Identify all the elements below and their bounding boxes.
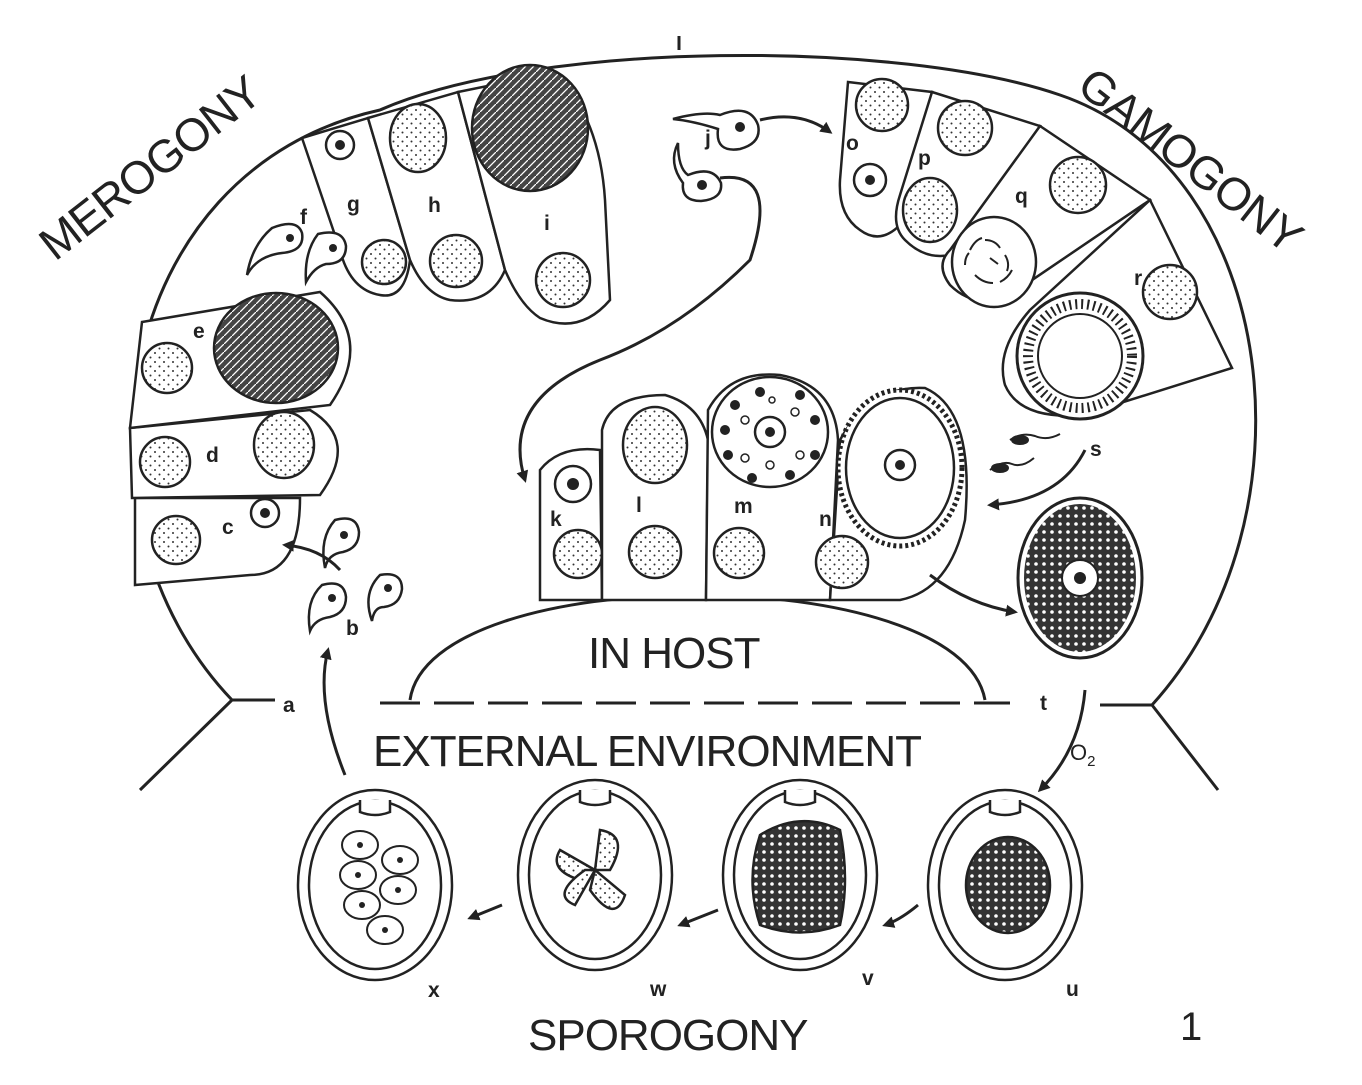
arrow-n-to-t	[929, 573, 1018, 617]
letter-d: d	[206, 444, 219, 467]
meront-h	[388, 102, 448, 174]
arrow-j-to-o	[759, 115, 833, 134]
letter-i: i	[544, 212, 550, 235]
letter-x: x	[428, 979, 440, 1002]
letter-f: f	[300, 206, 308, 229]
stage-letters: a b c d e f g h i j k l m n o p q r s t …	[193, 127, 1142, 1002]
nucleus-k	[552, 528, 604, 580]
nucleus-r	[1141, 263, 1199, 321]
macrogamont-l	[621, 405, 689, 485]
nucleus-i	[534, 251, 592, 309]
oocyst-t	[1016, 496, 1144, 660]
arrow-s-to-n	[987, 449, 1087, 511]
arrow-t-to-u	[1037, 689, 1087, 793]
nucleus-l	[627, 524, 683, 580]
letter-j: j	[704, 127, 711, 150]
arrow-b-to-c	[282, 539, 342, 572]
letter-w: w	[649, 978, 667, 1001]
letter-r: r	[1134, 267, 1142, 290]
letter-o: o	[846, 132, 859, 155]
letter-a: a	[283, 694, 295, 717]
figure-number: 1	[1180, 1005, 1202, 1049]
letter-q: q	[1015, 185, 1028, 208]
oocyst-u	[926, 788, 1084, 982]
arrow-j-to-k	[516, 175, 762, 483]
nucleus-q	[1048, 155, 1108, 215]
merozoites	[245, 109, 760, 636]
nucleus-e	[140, 341, 194, 395]
letter-m: m	[734, 495, 753, 518]
nucleus-n	[814, 534, 870, 590]
meront-d	[252, 410, 316, 480]
in-host-label: IN HOST	[588, 629, 760, 678]
arrow-w-to-x	[467, 903, 503, 921]
letter-v: v	[862, 967, 874, 990]
nucleus-d	[138, 435, 192, 489]
arrow-v-to-w	[677, 908, 719, 928]
nucleus-h	[428, 233, 484, 289]
merogony-label: MEROGONY	[29, 65, 270, 270]
meront-e	[212, 291, 340, 405]
meront-i	[470, 63, 590, 193]
nucleus-g	[360, 238, 408, 286]
sporulating-oocysts	[296, 778, 1084, 982]
letter-p: p	[918, 147, 931, 170]
gamogony-label: GAMOGONY	[1069, 57, 1312, 263]
letter-b: b	[346, 617, 359, 640]
nucleus-p	[936, 99, 994, 157]
arrow-x-to-b	[319, 647, 347, 776]
letter-h: h	[428, 194, 441, 217]
merogony-cells	[128, 290, 352, 587]
oocyst-w	[516, 778, 674, 972]
external-environment-label: EXTERNAL ENVIRONMENT	[373, 727, 921, 776]
nucleus-o	[854, 77, 910, 133]
letter-g: g	[347, 193, 360, 216]
cycle-arrows	[282, 115, 1087, 928]
merogony-top-cells	[300, 63, 612, 325]
letter-l: l	[636, 494, 642, 517]
macrogamont-p	[901, 176, 959, 244]
microgametes	[989, 433, 1061, 473]
oxygen-label: O2	[1070, 740, 1095, 770]
oocyst-v	[721, 778, 879, 972]
arrow-u-to-v	[882, 903, 919, 928]
nucleus-m	[712, 526, 766, 580]
letter-n: n	[819, 508, 832, 531]
letter-t: t	[1040, 692, 1047, 715]
epithelium-cells	[538, 373, 968, 602]
oocyst-x	[296, 788, 454, 982]
letter-k: k	[550, 508, 562, 531]
letter-e: e	[193, 320, 205, 343]
nucleus-c	[150, 514, 202, 566]
sporogony-label: SPOROGONY	[528, 1011, 808, 1060]
letter-c: c	[222, 516, 234, 539]
letter-s: s	[1090, 438, 1102, 461]
letter-u: u	[1066, 978, 1079, 1001]
gamogony-cells	[838, 77, 1234, 421]
